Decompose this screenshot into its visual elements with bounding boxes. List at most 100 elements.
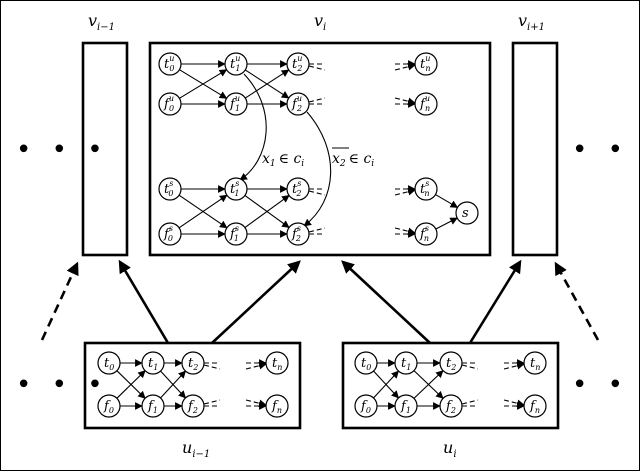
svg-text:fs2: fs2: [291, 224, 301, 243]
node-edges: [116, 60, 525, 410]
edge-fns-s: [435, 217, 458, 230]
level-arrows: [40, 259, 600, 344]
svg-text:fs0: fs0: [163, 224, 173, 243]
edge-f1u-t2u: [244, 69, 290, 99]
edge-f2u-f2s: [303, 111, 332, 227]
dash-in-tnu-b: [394, 62, 416, 71]
dash-in-L_fn-b: [245, 399, 267, 408]
dash-out-R_f2-b: [461, 399, 479, 405]
edge-f0u-t1u: [179, 69, 228, 99]
edge-L_f0-L_t1: [116, 370, 146, 399]
node-R_t1: t1: [394, 351, 418, 375]
node-R_f2: f2: [439, 394, 463, 418]
label-v-cur: vi: [314, 11, 326, 33]
v-cur-box: [148, 41, 492, 257]
svg-text:t1: t1: [401, 356, 411, 372]
label-v-prev: vi−1: [88, 11, 115, 33]
svg-text:fu2: fu2: [291, 94, 302, 113]
arrow-uprev-vprev: [118, 259, 170, 344]
arrow-right-dashed: [554, 261, 600, 341]
node-L_f0: f0: [97, 394, 121, 418]
svg-text:fn: fn: [271, 399, 282, 415]
v-next-box: [511, 41, 559, 257]
svg-text:tsn: tsn: [420, 179, 430, 198]
dash-out-L_t2-b: [203, 364, 221, 370]
top-labels: vi−1 vi vi+1: [88, 11, 545, 33]
arrow-ucur-vnext: [468, 259, 522, 344]
svg-text:s: s: [462, 206, 469, 221]
edge-L_f1-L_t2: [160, 370, 187, 399]
dash-out-L_f2-b: [203, 399, 221, 405]
svg-text:fu0: fu0: [163, 94, 174, 113]
bottom-labels: ui−1 ui: [182, 438, 457, 460]
edge-label-x2-neg: x2∈ ci: [332, 151, 374, 169]
svg-text:tn: tn: [272, 356, 282, 372]
label-u-prev: ui−1: [182, 438, 210, 460]
svg-text:fun: fun: [419, 94, 430, 113]
node-L_f1: f1: [141, 394, 165, 418]
svg-text:f2: f2: [445, 399, 456, 415]
edge-tns-s: [435, 194, 459, 208]
node-R_t0: t0: [354, 351, 378, 375]
svg-text:tun: tun: [420, 54, 431, 73]
svg-text:fs1: fs1: [229, 224, 239, 243]
dash-out-R_t2-b: [461, 364, 479, 370]
node-L_f2: f2: [181, 394, 205, 418]
edge-f1s-t2s: [244, 195, 290, 228]
dash-in-R_fn-b: [503, 399, 525, 408]
ellipses: • • • • • • • • • • • •: [16, 135, 640, 400]
node-R_fn: fn: [523, 394, 547, 418]
v-prev-box: [81, 41, 129, 257]
ellipsis-left-top: • • •: [16, 135, 109, 165]
edge-labels: x1∈ ci x2∈ ci: [262, 147, 374, 169]
svg-text:ts2: ts2: [292, 179, 301, 198]
svg-text:fu1: fu1: [229, 94, 240, 113]
svg-text:tu0: tu0: [164, 54, 174, 73]
edge-label-x1: x1∈ ci: [262, 151, 304, 169]
svg-text:f2: f2: [187, 399, 198, 415]
svg-text:f0: f0: [103, 399, 114, 415]
dash-out-f2s-b: [308, 227, 326, 233]
svg-text:tu1: tu1: [230, 54, 240, 73]
node-L_t1: t1: [141, 351, 165, 375]
svg-text:fsn: fsn: [419, 224, 429, 243]
svg-text:t1: t1: [148, 356, 158, 372]
svg-text:t0: t0: [104, 356, 114, 372]
edge-t1u-t1s: [239, 73, 267, 181]
node-L_t0: t0: [97, 351, 121, 375]
node-s: s: [455, 201, 479, 225]
dash-in-fns-b: [394, 227, 416, 236]
svg-text:t2: t2: [188, 356, 198, 372]
svg-text:tn: tn: [530, 356, 540, 372]
arrow-ucur-vcur: [341, 260, 431, 344]
svg-text:f0: f0: [360, 399, 371, 415]
svg-text:ts1: ts1: [230, 179, 239, 198]
node-R_f1: f1: [394, 394, 418, 418]
svg-text:fn: fn: [529, 399, 540, 415]
dash-in-R_tn-b: [503, 361, 525, 370]
arrow-left-dashed: [40, 261, 79, 341]
ellipsis-right-bottom: • • •: [572, 370, 640, 400]
svg-text:f1: f1: [400, 399, 411, 415]
dash-in-L_tn-b: [245, 361, 267, 370]
node-L_tn: tn: [265, 351, 289, 375]
dash-in-fnu-b: [394, 97, 416, 106]
edge-f0s-t1s: [178, 194, 228, 229]
svg-text:f1: f1: [147, 399, 158, 415]
dash-out-t2s-b: [308, 190, 326, 196]
